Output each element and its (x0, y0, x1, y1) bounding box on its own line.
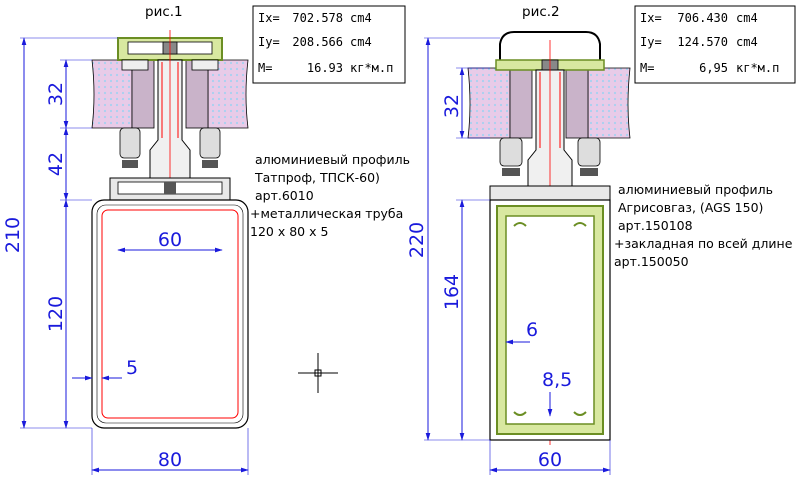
fig1-iy-unit: cm4 (350, 35, 372, 49)
fig1-note-line-2: Татпроф, ТПСК-60) (254, 170, 380, 185)
fig2-note-line-1: алюминиевый профиль (618, 182, 773, 197)
figure-1-glass (91, 59, 249, 129)
figure-2-note: алюминиевый профиль Агрисовгаз, (AGS 150… (614, 182, 793, 269)
figure-1-dimensions: 210 32 42 120 60 80 5 (2, 37, 249, 475)
fig2-note-line-5: арт.150050 (614, 254, 689, 269)
fig1-iy-value: 208.566 (292, 35, 343, 49)
figure-1-mullion (109, 30, 231, 215)
fig1-note-line-1: алюминиевый профиль (255, 152, 410, 167)
fig1-dim-top: 32 (45, 82, 67, 106)
fig1-ix-unit: cm4 (350, 11, 372, 25)
fig1-m-value: 16.93 (307, 61, 343, 75)
fig1-dim-inner-width: 60 (158, 229, 182, 251)
fig2-dim-wall: 6 (526, 319, 538, 341)
fig1-ix-value: 702.578 (292, 11, 343, 25)
figure-2-caption: рис.2 (522, 4, 560, 20)
fig1-ix-key: Ix= (258, 11, 280, 25)
figure-1-note: алюминиевый профиль Татпроф, ТПСК-60) ар… (250, 152, 410, 239)
fig1-m-key: M= (258, 61, 272, 75)
fig2-note-line-3: арт.150108 (618, 218, 693, 233)
fig2-dim-top: 32 (441, 94, 463, 118)
fig1-dim-overall: 210 (2, 217, 24, 253)
figure-1-steel-pipe (91, 199, 249, 429)
fig2-ix-unit: cm4 (736, 11, 758, 25)
fig1-iy-key: Iy= (258, 35, 280, 49)
fig2-dim-overall: 220 (406, 222, 428, 258)
figure-2-table: Ix= 706.430 cm4 Iy= 124.570 cm4 M= 6,95 … (634, 5, 796, 84)
fig1-dim-outer-width: 80 (158, 449, 182, 471)
fig2-m-key: M= (640, 61, 654, 75)
fig1-m-unit: кг*м.п (350, 61, 393, 75)
fig2-iy-key: Iy= (640, 35, 662, 49)
fig2-iy-unit: cm4 (736, 35, 758, 49)
fig2-note-line-4: +закладная по всей длине (614, 236, 793, 251)
fig1-note-line-4: +металлическая труба (250, 206, 403, 221)
figure-2: рис.2 Ix= 706.430 cm4 Iy= 124.570 cm4 M=… (406, 4, 796, 475)
figure-1-table: Ix= 702.578 cm4 Iy= 208.566 cm4 M= 16.93… (252, 5, 406, 84)
figure-2-glass (467, 67, 631, 139)
fig2-iy-value: 124.570 (677, 35, 728, 49)
fig2-m-unit: кг*м.п (736, 61, 779, 75)
fig2-note-line-2: Агрисовгаз, (AGS 150) (618, 200, 763, 215)
fig2-dim-profile-height: 164 (441, 274, 463, 310)
fig2-m-value: 6,95 (699, 61, 728, 75)
fig2-dim-width: 60 (538, 449, 562, 471)
fig2-ix-key: Ix= (640, 11, 662, 25)
fig1-note-line-3: арт.6010 (255, 188, 314, 203)
fig1-note-line-5: 120 x 80 x 5 (250, 224, 328, 239)
fig1-dim-pipe-height: 120 (45, 296, 67, 332)
figure-2-profile (489, 185, 611, 441)
fig1-dim-wall: 5 (126, 357, 138, 379)
fig2-dim-insert: 8,5 (542, 369, 572, 391)
crosshair-icon (298, 353, 338, 393)
figure-1: рис.1 Ix= 702.578 cm4 Iy= 208.566 cm4 M=… (2, 4, 410, 475)
fig1-dim-mid: 42 (45, 152, 67, 176)
fig2-ix-value: 706.430 (677, 11, 728, 25)
figure-1-caption: рис.1 (145, 4, 183, 20)
figure-2-dimensions: 220 32 164 6 8,5 60 (406, 37, 611, 475)
